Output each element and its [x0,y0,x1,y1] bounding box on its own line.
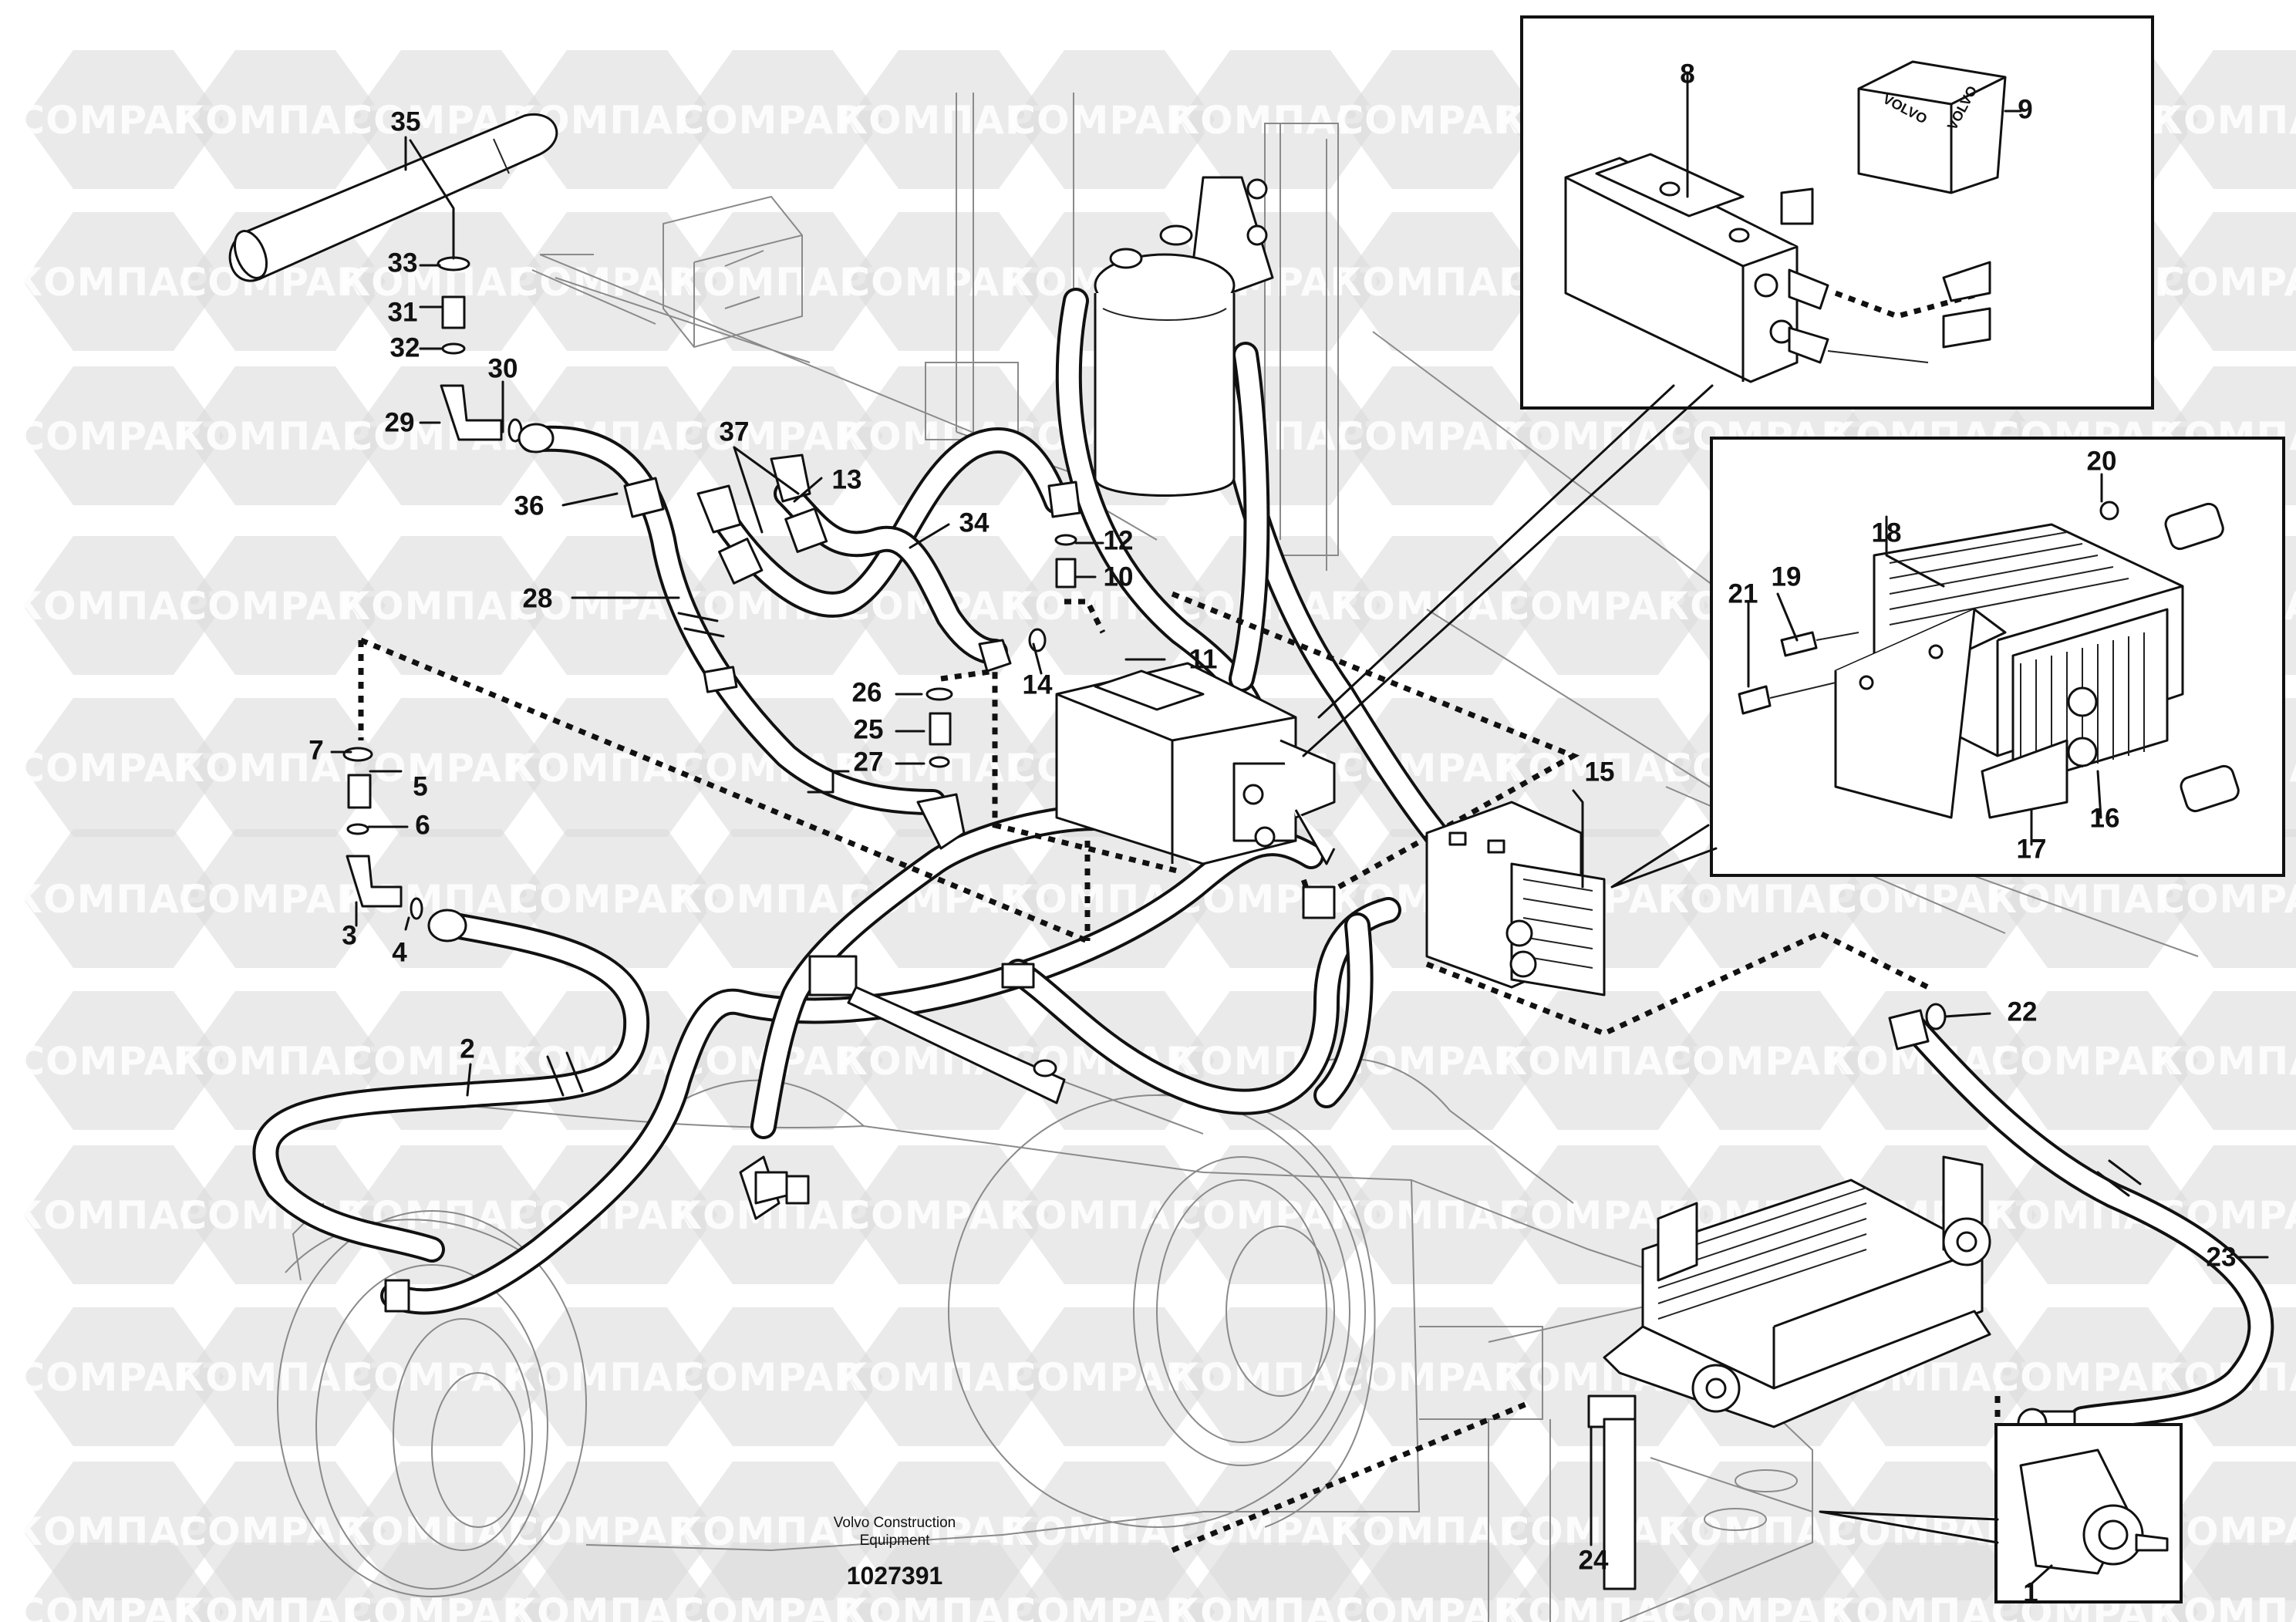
filter-assembly [1094,176,1274,497]
watermark-tile: COMPART [16,991,230,1130]
svg-text:КОМПАРТ: КОМПАРТ [2151,1039,2296,1084]
watermark-tile: COMPART [2156,212,2296,351]
callout-29: 29 [385,407,415,437]
hose-break-marks [546,612,2142,1197]
watermark-tile: КОМПАРТ [670,1145,895,1284]
fittings-left [342,256,1081,943]
watermark-tile: COMPART [16,698,230,837]
watermark-tile: COMPART [344,366,558,505]
callout-31: 31 [388,297,418,327]
callout-27: 27 [854,747,884,777]
watermark-tile: КОМПАРТ [504,1543,729,1622]
valve-block [1055,662,1336,865]
watermark-tile: КОМПАРТ [2151,1543,2296,1622]
watermark-tile: КОМПАРТ [2151,991,2296,1130]
watermark-tile: COMPART [1007,1307,1221,1446]
watermark-tile: COMPART [344,1307,558,1446]
leader-lines [330,71,2269,1588]
center-fittings [384,885,1336,1313]
watermark-tile: COMPART [1335,366,1549,505]
callout-6: 6 [415,810,430,840]
dashed-connection-lines [358,591,2001,1553]
callout-35: 35 [391,106,421,137]
watermark-tile: КОМПАРТ [836,1543,1060,1622]
oil-cooler-installed [1425,801,1606,996]
watermark-tile: КОМПАРТ [173,991,397,1130]
callout-14: 14 [1023,669,1053,700]
callout-30: 30 [488,353,518,383]
callout-26: 26 [852,677,882,707]
pipe-part [228,113,558,282]
callout-5: 5 [413,771,427,801]
lower-cooler [1587,1155,1991,1590]
watermark-tile: КОМПАРТ [11,536,235,675]
watermark-tile: COMPART [1335,698,1549,837]
callout-numbers: 1234567891011121314151617181920212223242… [308,59,2236,1607]
callout-32: 32 [390,332,420,363]
watermark-tile: COMPART [676,366,889,505]
footer-company-line2: Equipment [860,1533,931,1549]
callout-11: 11 [1189,644,1218,674]
callout-1: 1 [2023,1577,2038,1607]
watermark-tile: КОМПАРТ [836,50,1060,189]
callout-18: 18 [1872,518,1902,548]
callout-23: 23 [2207,1242,2237,1272]
watermark-tile: КОМПАРТ [2151,50,2296,189]
callout-7: 7 [308,735,323,765]
watermark-tile: КОМПАРТ [173,1543,397,1622]
watermark-tile: КОМПАРТ [173,1307,397,1446]
inset-valve-detail: VOLVO VOLVO [1302,15,2154,757]
svg-text:КОМПАРТ: КОМПАРТ [2151,98,2296,143]
callout-17: 17 [2017,834,2047,864]
callout-21: 21 [1728,578,1758,609]
callout-25: 25 [854,714,884,744]
watermark-tile: COMPART [1335,50,1549,189]
hoses [252,288,2274,1432]
watermark-tile: КОМПАРТ [504,698,729,837]
inset-sensor-detail [1819,1423,2183,1603]
callout-3: 3 [342,920,356,950]
callout-15: 15 [1585,757,1615,787]
watermark-tile: КОМПАРТ [1002,1145,1226,1284]
watermark-tile: COMPART [16,1307,230,1446]
footer-company-line1: Volvo Construction [834,1515,956,1531]
svg-text:COMPART: COMPART [2156,877,2296,922]
callout-28: 28 [523,583,553,613]
watermark-tile: COMPART [676,1543,889,1622]
watermark-tile: КОМПАРТ [173,366,397,505]
callout-4: 4 [392,937,407,967]
footer: Volvo Construction Equipment 1027391 [834,1515,956,1590]
callout-12: 12 [1104,525,1134,555]
callout-16: 16 [2090,803,2120,833]
document-number: 1027391 [847,1562,943,1590]
callout-19: 19 [1772,561,1802,592]
callout-24: 24 [1579,1545,1609,1575]
callout-8: 8 [1680,59,1694,89]
inset-cooler-detail [1610,437,2285,889]
svg-text:COMPART: COMPART [2156,260,2296,305]
callout-36: 36 [514,491,544,521]
watermark-tile: COMPART [344,698,558,837]
callout-10: 10 [1104,561,1134,592]
watermark-tile: COMPART [1335,1307,1549,1446]
callout-20: 20 [2087,446,2117,476]
watermark-tile: КОМПАРТ [1330,212,1554,351]
watermark-tile: COMPART [16,366,230,505]
callout-9: 9 [2018,94,2032,124]
callout-33: 33 [388,248,418,278]
callout-2: 2 [460,1034,474,1064]
callout-34: 34 [959,508,990,538]
callout-22: 22 [2008,996,2038,1027]
callout-37: 37 [720,416,750,447]
callout-13: 13 [832,464,862,494]
watermark-tile: COMPART [1173,1145,1387,1284]
